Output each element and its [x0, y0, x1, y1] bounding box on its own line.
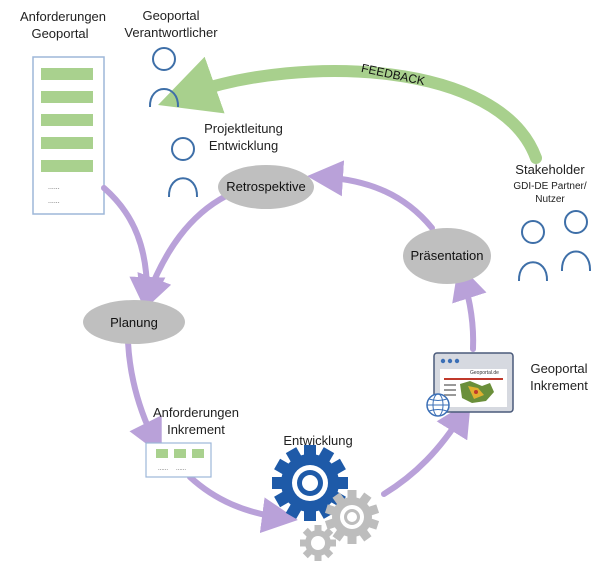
label-line: Verantwortlicher: [124, 25, 218, 40]
globe-icon: [426, 393, 450, 417]
geoportal-screen-icon: Geoportal.de: [426, 352, 514, 417]
gear-medium-grey-icon: [324, 490, 380, 544]
label-requirements-increment: Anforderungen Inkrement: [147, 404, 245, 438]
card-bar: [174, 449, 186, 458]
arrow-portal-increment-to-presentation: [452, 263, 487, 352]
list-placeholder: ......: [48, 198, 60, 205]
arrow-retro-to-planning: [137, 193, 229, 313]
gear-large-blue-icon: [272, 445, 348, 521]
portal-owner-person-icon: [148, 47, 180, 108]
label-line: Entwicklung: [208, 138, 279, 153]
label-development: Entwicklung: [283, 433, 353, 448]
list-bar: [41, 114, 93, 126]
feedback-label: FEEDBACK: [360, 61, 426, 88]
requirements-list-document: ...... ......: [32, 56, 105, 215]
label-line: Anforderungen: [152, 405, 239, 420]
list-placeholder: ......: [48, 184, 60, 191]
label-stakeholder: Stakeholder: [515, 162, 585, 177]
gear-small-grey-icon: [300, 525, 336, 561]
label-stakeholder-sub: GDI-DE Partner/ Nutzer: [507, 180, 593, 206]
card-bar: [156, 449, 168, 458]
label-line: Anforderungen: [20, 9, 107, 24]
svg-text:Planung: Planung: [110, 315, 158, 330]
arrow-req-increment-to-dev: [187, 474, 298, 534]
feedback-arrow: [158, 56, 542, 164]
list-bar: [41, 160, 93, 172]
label-requirements-portal: Anforderungen Geoportal: [20, 8, 107, 42]
label-line: Nutzer: [535, 194, 565, 205]
arrow-planning-to-req-increment: [125, 339, 162, 456]
arrow-dev-to-portal-increment: [381, 400, 471, 497]
svg-text:Retrospektive: Retrospektive: [226, 179, 305, 194]
label-line: Projektleitung: [204, 121, 283, 136]
requirements-increment-card: ...... ......: [145, 442, 212, 478]
arrow-list-to-planning: [101, 185, 166, 313]
label-line: Inkrement: [167, 422, 225, 437]
label-portal-increment: Geoportal Inkrement: [524, 360, 594, 394]
label-line: GDI-DE Partner/: [513, 181, 587, 192]
node-planning: Planung: [83, 300, 185, 344]
card-placeholder: ......: [158, 466, 168, 472]
node-retrospective: Retrospektive: [218, 165, 314, 209]
svg-text:Präsentation: Präsentation: [411, 248, 484, 263]
list-bar: [41, 91, 93, 103]
card-bar: [192, 449, 204, 458]
arrow-presentation-to-retro: [307, 160, 435, 231]
label-portal-owner: Geoportal Verantwortlicher: [116, 7, 226, 41]
label-line: Geoportal: [31, 26, 89, 41]
project-lead-person-icon: [167, 137, 199, 198]
label-line: Inkrement: [530, 378, 588, 393]
card-placeholder: ......: [176, 466, 186, 472]
screen-logo: Geoportal.de: [470, 370, 499, 376]
list-bar: [41, 137, 93, 149]
label-line: Geoportal: [530, 361, 588, 376]
node-presentation: Präsentation: [403, 228, 491, 284]
stakeholder-person-icon: [560, 210, 592, 272]
label-line: Geoportal: [142, 8, 200, 23]
label-project-lead: Projektleitung Entwicklung: [196, 120, 291, 154]
stakeholder-person-icon: [517, 220, 549, 282]
list-bar: [41, 68, 93, 80]
